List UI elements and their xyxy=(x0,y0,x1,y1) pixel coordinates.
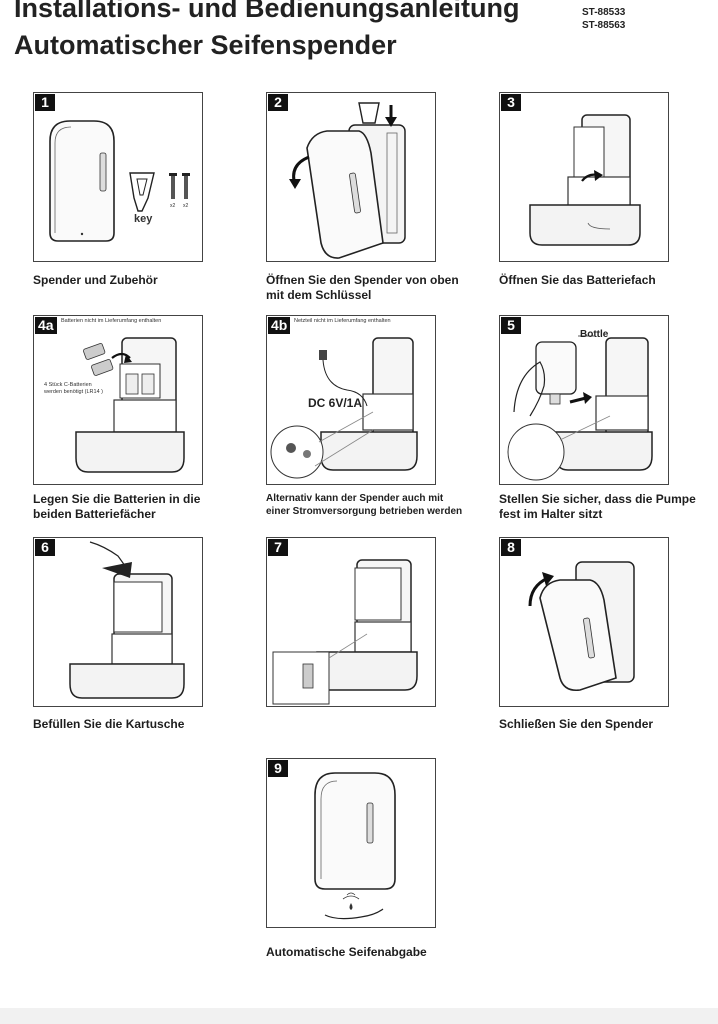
dispenser-drawing xyxy=(75,337,185,473)
hand-icon xyxy=(324,908,384,920)
model-numbers: ST-88533 ST-88563 xyxy=(582,6,625,32)
step-4a-battery-note: 4 Stück C-Batterien werden benötigt (LR1… xyxy=(44,382,104,395)
svg-text:x2: x2 xyxy=(170,203,176,209)
step-4b-caption: Alternativ kann der Spender auch mit ein… xyxy=(266,493,463,517)
step-4a-note: Batterien nicht im Lieferumfang enthalte… xyxy=(61,318,162,324)
dispenser-drawing xyxy=(529,114,641,246)
dispenser-drawing xyxy=(507,337,653,481)
step-6-caption: Befüllen Sie die Kartusche xyxy=(33,717,185,731)
step-9-panel: 9 xyxy=(266,758,436,928)
step-8-caption: Schließen Sie den Spender xyxy=(499,717,654,731)
step-5-caption: Stellen Sie sicher, dass die Pumpe fest … xyxy=(499,492,696,521)
step-9-caption: Automatische Seifenabgabe xyxy=(266,945,427,959)
step-5-badge: 5 xyxy=(501,317,521,334)
hand-icon xyxy=(89,541,132,578)
dispenser-drawing xyxy=(306,124,406,259)
page-footer-strip xyxy=(0,1008,718,1024)
step-1-badge: 1 xyxy=(35,94,55,111)
arrow-icon xyxy=(111,352,132,363)
step-6-badge: 6 xyxy=(35,539,55,556)
model-number-1: ST-88533 xyxy=(582,7,626,18)
dispenser-drawing xyxy=(270,337,418,479)
bottle-icon xyxy=(535,335,594,405)
step-3-badge: 3 xyxy=(501,94,521,111)
step-7-badge: 7 xyxy=(268,539,288,556)
dispenser-drawing xyxy=(539,561,635,692)
dispenser-drawing xyxy=(49,120,115,242)
bottle-label: Bottle xyxy=(580,329,609,340)
title-line-1: Installations- und Bedienungsanleitung xyxy=(14,0,520,23)
power-rating-label: DC 6V/1A xyxy=(308,396,363,410)
step-2-badge: 2 xyxy=(268,94,288,111)
key-label: key xyxy=(134,213,153,225)
hand-icon xyxy=(513,361,546,417)
step-7-panel: 7 xyxy=(266,537,436,707)
title-line-2: Automatischer Seifenspender xyxy=(14,30,397,60)
step-2-caption: Öffnen Sie den Spender von oben mit dem … xyxy=(266,273,459,302)
step-4a-panel: 4a Batterien nicht im Lieferumfang entha… xyxy=(33,315,203,485)
power-adapter-icon xyxy=(286,350,368,458)
key-icon xyxy=(129,172,155,212)
dispenser-drawing xyxy=(272,559,418,705)
step-4a-badge: 4a xyxy=(35,317,57,334)
step-4b-badge: 4b xyxy=(268,317,291,334)
step-4b-note: Netzteil nicht im Lieferumfang enthalten xyxy=(294,318,391,324)
battery-icon xyxy=(83,343,155,395)
step-1-panel: 1 x2 x2 key xyxy=(33,92,203,262)
model-number-2: ST-88563 xyxy=(582,20,626,31)
step-6-panel: 6 xyxy=(33,537,203,707)
step-4a-caption: Legen Sie die Batterien in die beiden Ba… xyxy=(33,492,201,521)
step-3-caption: Öffnen Sie das Batteriefach xyxy=(499,273,656,287)
dispenser-drawing xyxy=(314,772,396,910)
step-4b-panel: 4b Netzteil nicht im Lieferumfang enthal… xyxy=(266,315,436,485)
dispenser-drawing xyxy=(69,573,185,699)
arrow-icon xyxy=(528,572,554,607)
svg-text:x2: x2 xyxy=(183,203,189,209)
arrow-icon xyxy=(289,105,397,189)
step-8-badge: 8 xyxy=(501,539,521,556)
screw-icon: x2 x2 xyxy=(169,173,190,209)
arrow-icon xyxy=(581,170,603,182)
step-8-panel: 8 xyxy=(499,537,669,707)
step-2-panel: 2 xyxy=(266,92,436,262)
step-9-badge: 9 xyxy=(268,760,288,777)
step-1-caption: Spender und Zubehör xyxy=(33,273,158,287)
arrow-icon xyxy=(569,392,592,404)
step-3-panel: 3 xyxy=(499,92,669,262)
step-5-panel: 5 Bottle xyxy=(499,315,669,485)
key-icon xyxy=(358,102,380,124)
